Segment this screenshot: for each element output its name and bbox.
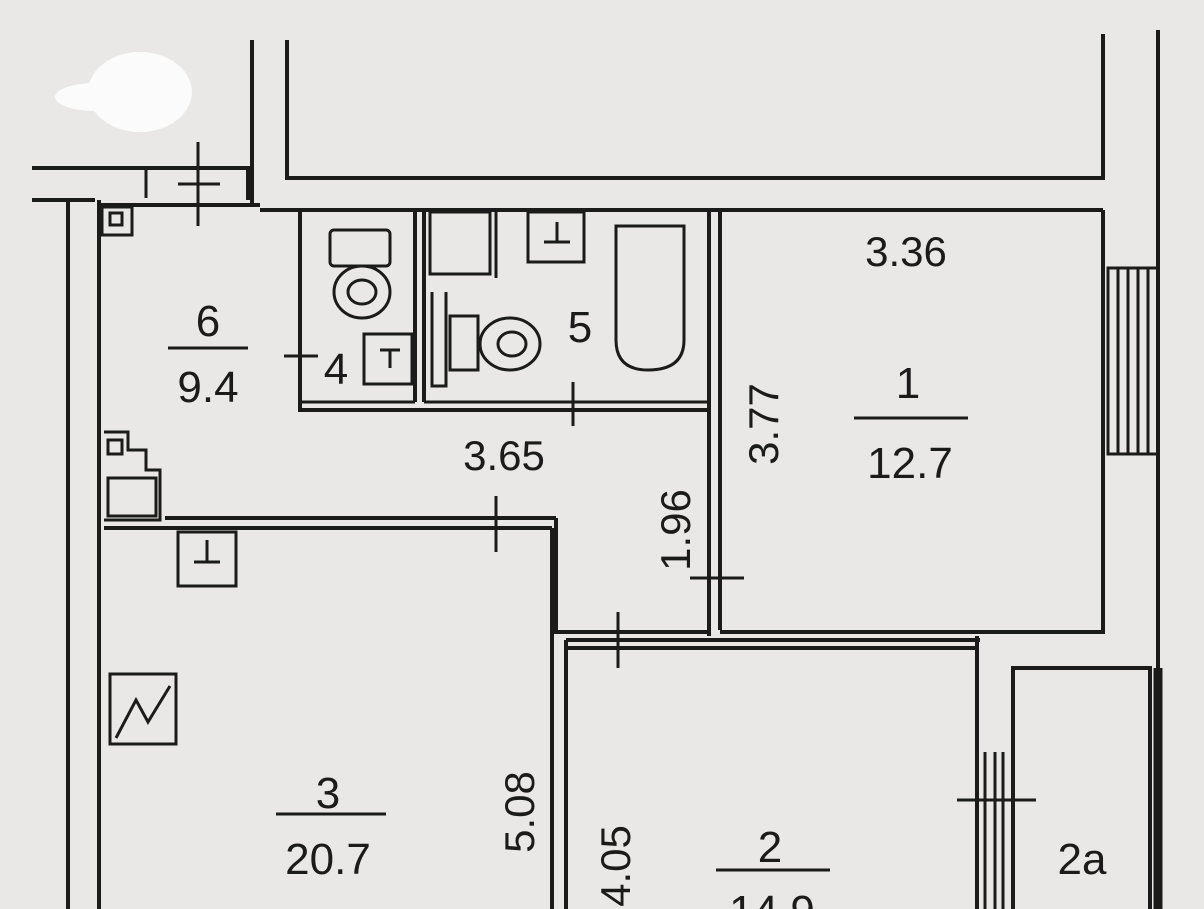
room-1-number: 1 (896, 359, 920, 408)
dim-room2-partial: 4.05 (592, 825, 639, 907)
room-3-number: 3 (316, 769, 340, 818)
room-2a-number: 2a (1058, 835, 1107, 884)
dim-corridor-width: 1.96 (652, 489, 699, 571)
sink-icon (362, 332, 414, 386)
dim-room1-width: 3.36 (865, 228, 947, 275)
room-3-area: 20.7 (285, 835, 371, 884)
door-marks (284, 354, 744, 668)
room-5-number: 5 (568, 303, 592, 352)
redaction-mark (55, 52, 192, 132)
room-6-number: 6 (196, 297, 220, 346)
bathtub-icon (614, 224, 686, 372)
fixtures (100, 205, 686, 746)
dim-corridor-length: 3.65 (463, 432, 545, 479)
dimension-labels: 3.36 3.65 3.77 1.96 5.08 4.05 (463, 228, 947, 907)
room-2-area: 14.9 (729, 887, 815, 909)
room-1-area: 12.7 (867, 439, 953, 488)
electrical-panel-icon (108, 672, 178, 746)
dim-room1-depth: 3.77 (740, 383, 787, 465)
walls (32, 30, 1163, 909)
toilet-icon (448, 314, 542, 372)
room-4-number: 4 (324, 345, 348, 394)
toilet-icon (328, 228, 392, 320)
room-labels: 6 9.4 4 5 1 12.7 3 20.7 2 14.9 2a (168, 297, 1107, 909)
sink-icon (176, 530, 238, 588)
room-6-area: 9.4 (177, 363, 238, 412)
dim-room3-depth: 5.08 (496, 771, 543, 853)
sink-icon (526, 210, 586, 264)
room-2-number: 2 (758, 823, 782, 872)
